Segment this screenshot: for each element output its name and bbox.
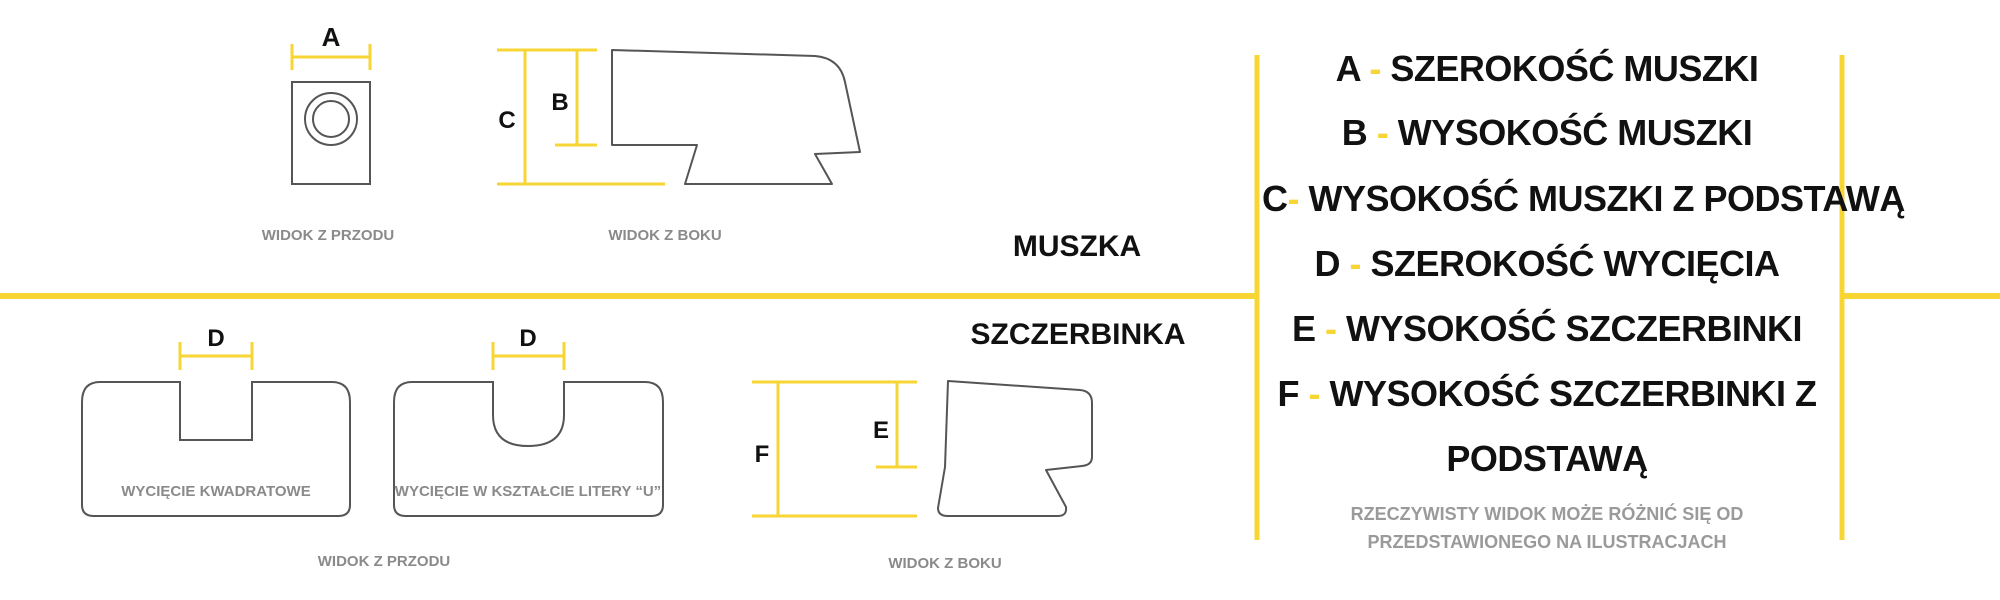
- legend-text: WYSOKOŚĆ SZCZERBINKI: [1346, 308, 1803, 349]
- muszka-side-outline: [611, 49, 861, 185]
- legend-dash: -: [1339, 243, 1371, 284]
- szczerbinka-front-caption: WIDOK Z PRZODU: [318, 553, 451, 570]
- legend-item-a: A - SZEROKOŚĆ MUSZKI: [1262, 48, 1832, 90]
- square-notch-outline: [81, 381, 351, 517]
- legend-dash: -: [1359, 48, 1391, 89]
- muszka-bead-outer: [304, 92, 358, 146]
- legend-text: PODSTAWĄ: [1446, 438, 1648, 479]
- legend-letter: F: [1277, 373, 1299, 414]
- szczerbinka-side-outline: [937, 380, 1093, 517]
- szczerbinka-side-view: F E: [752, 380, 1093, 518]
- legend-text: WYSOKOŚĆ MUSZKI Z PODSTAWĄ: [1308, 178, 1906, 219]
- legend-dash: -: [1315, 308, 1346, 349]
- legend-text: SZEROKOŚĆ MUSZKI: [1390, 48, 1759, 89]
- legend-item-c: C- WYSOKOŚĆ MUSZKI Z PODSTAWĄ: [1262, 178, 1905, 220]
- legend-text: WYSOKOŚĆ MUSZKI: [1397, 112, 1753, 153]
- dim-e-label: E: [873, 417, 889, 444]
- muszka-side-view: C B WIDOK Z BOKU: [497, 48, 861, 244]
- dim-b-label: B: [551, 89, 568, 116]
- muszka-front-view: A WIDOK Z PRZODU: [262, 22, 395, 244]
- legend-dash: -: [1367, 112, 1398, 153]
- dim-d-u-label: D: [519, 325, 536, 352]
- legend-letter: A: [1335, 48, 1361, 89]
- legend-letter: E: [1291, 308, 1316, 349]
- legend-note: RZECZYWISTY WIDOK MOŻE RÓŻNIĆ SIĘ OD PRZ…: [1350, 504, 1744, 552]
- muszka-side-caption: WIDOK Z BOKU: [608, 227, 721, 244]
- legend-item-d: D - SZEROKOŚĆ WYCIĘCIA: [1262, 243, 1832, 285]
- u-notch-label: WYCIĘCIE W KSZTAŁCIE LITERY “U”: [395, 483, 661, 500]
- szczerbinka-side-caption: WIDOK Z BOKU: [888, 555, 1001, 572]
- legend-item-e: E - WYSOKOŚĆ SZCZERBINKI: [1262, 308, 1832, 350]
- szczerbinka-title: SZCZERBINKA: [971, 318, 1186, 351]
- legend-item-f-cont: PODSTAWĄ: [1262, 438, 1832, 480]
- muszka-front-body: [291, 81, 371, 185]
- dim-d-square-label: D: [207, 325, 224, 352]
- square-notch-label: WYCIĘCIE KWADRATOWE: [121, 483, 310, 500]
- legend-text: WYSOKOŚĆ SZCZERBINKI Z: [1329, 373, 1817, 414]
- u-notch-outline: [393, 381, 664, 517]
- legend-item-f: F - WYSOKOŚĆ SZCZERBINKI Z: [1262, 373, 1832, 415]
- dim-a-label: A: [322, 22, 341, 52]
- legend-letter: D: [1314, 243, 1340, 284]
- muszka-title: MUSZKA: [1013, 230, 1141, 263]
- legend-text: SZEROKOŚĆ WYCIĘCIA: [1370, 243, 1780, 284]
- legend-item-b: B - WYSOKOŚĆ MUSZKI: [1262, 112, 1832, 154]
- legend-letter: B: [1341, 112, 1368, 153]
- muszka-front-caption: WIDOK Z PRZODU: [262, 227, 395, 244]
- legend-dash: -: [1287, 178, 1309, 219]
- dim-c-label: C: [498, 107, 515, 134]
- dim-f-label: F: [755, 441, 770, 468]
- legend-dash: -: [1298, 373, 1330, 414]
- legend-letter: C: [1262, 178, 1288, 219]
- muszka-bead-inner: [312, 100, 350, 138]
- square-notch-view: D WYCIĘCIE KWADRATOWE: [81, 325, 351, 517]
- u-notch-view: D WYCIĘCIE W KSZTAŁCIE LITERY “U”: [393, 325, 664, 517]
